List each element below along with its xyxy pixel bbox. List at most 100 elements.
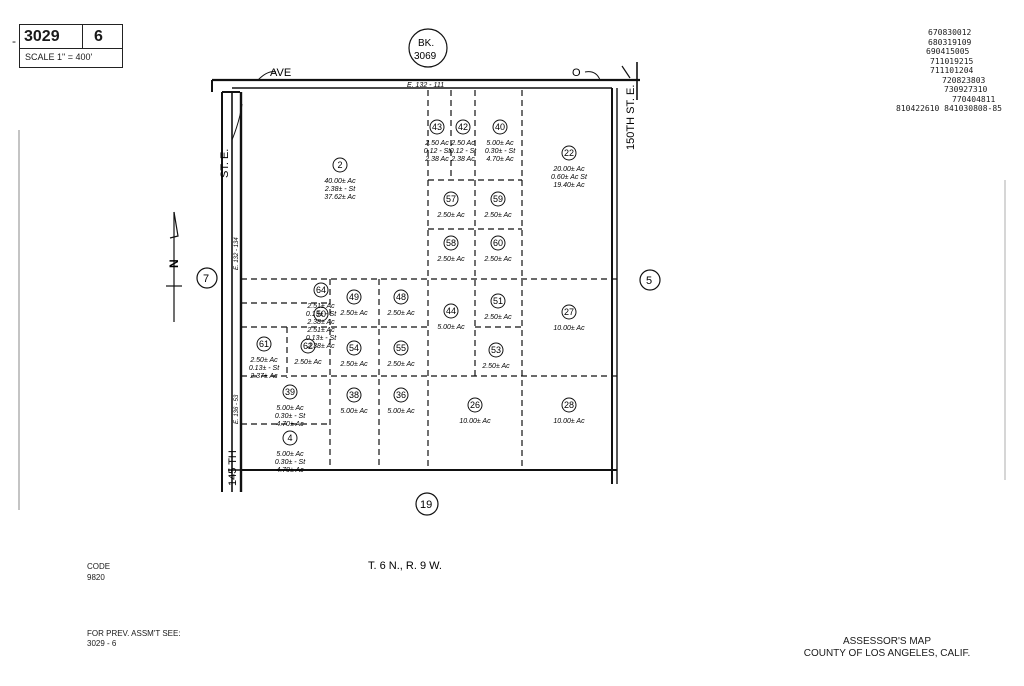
map-header-box: 3029 6 SCALE 1" = 400' — [19, 24, 123, 68]
parcel-area-label: 37.62± Ac — [324, 194, 356, 201]
parcel-number: 26 — [470, 400, 480, 410]
parcel: 405.00± Ac0.30± - St4.70± Ac — [485, 119, 516, 163]
parcel-number: 22 — [564, 148, 574, 158]
revision-code: 730927310 — [944, 85, 988, 94]
parcel-area-label: 0.30± - St — [275, 413, 306, 420]
adjoining-south-circle — [415, 492, 439, 516]
revision-code: 690415005 — [926, 47, 970, 56]
parcel-number-circle — [490, 293, 506, 309]
parcel-area-label: 0.13± - St — [306, 311, 337, 318]
parcel-area-label: 5.00± Ac — [276, 451, 304, 458]
parcel-number: 64 — [316, 285, 326, 295]
parcel-number: 36 — [396, 390, 406, 400]
parcel-area-label: 0.60± Ac St — [551, 174, 588, 181]
parcel: 642.51± Ac0.13± - St2.38± Ac — [306, 282, 337, 326]
adjoining-east-circle — [639, 269, 661, 291]
parcel-number-circle — [346, 387, 362, 403]
parcel: 432.50 Ac0.12 - St2.38 Ac — [424, 119, 451, 163]
west-street-label: ST. E. — [219, 149, 231, 178]
adjoining-book-label: BK. — [418, 38, 434, 49]
parcel-area-label: 2.50± Ac — [249, 357, 278, 364]
west-street-lower-label: 145 TH — [227, 450, 239, 486]
parcel-number: 44 — [446, 306, 456, 316]
revision-code: 670830012 — [928, 28, 972, 37]
west-dimension-lower: E. 136 - 53 — [234, 394, 240, 424]
parcel: 622.50± Ac — [293, 338, 322, 366]
parcel-number-circle — [346, 340, 362, 356]
adjoining-west-number: 7 — [203, 273, 209, 285]
parcel-area-label: 2.50± Ac — [481, 363, 510, 370]
parcel-area-label: 2.50± Ac — [339, 361, 368, 368]
parcel-number-circle — [561, 145, 577, 161]
parcel: 582.50± Ac — [436, 235, 465, 263]
parcel-number-circle — [561, 304, 577, 320]
parcel-number: 60 — [493, 238, 503, 248]
parcel: 26 10.00± Ac — [459, 397, 491, 425]
parcel-area-label: 10.00± Ac — [459, 418, 491, 425]
parcel-number: 39 — [285, 387, 295, 397]
parcel-area-label: 2.38 Ac — [450, 156, 475, 163]
parcel: 492.50± Ac — [339, 289, 368, 317]
parcel: 55 2.50± Ac — [386, 340, 415, 368]
parcel-number-circle — [561, 397, 577, 413]
parcel-area-label: 2.50± Ac — [483, 212, 512, 219]
parcel-number-circle — [393, 289, 409, 305]
parcel: 445.00± Ac — [437, 303, 465, 331]
parcel-area-label: 2.51± Ac — [306, 327, 335, 334]
lot-lines — [241, 90, 617, 470]
west-dimension-upper: E. 132 - 134 — [234, 237, 240, 270]
footer-block: ASSESSOR'S MAP COUNTY OF LOS ANGELES, CA… — [802, 636, 972, 660]
left-tick: - — [12, 34, 16, 48]
parcel-number-circle — [490, 191, 506, 207]
parcel-number: 4 — [287, 433, 292, 443]
parcel-number-circle — [332, 157, 348, 173]
parcel-area-label: 0.30± - St — [485, 148, 516, 155]
adjoining-east-number: 5 — [646, 275, 652, 287]
township-label: T. 6 N., R. 9 W. — [368, 560, 442, 572]
parcel-area-label: 10.00± Ac — [553, 418, 585, 425]
parcel-number: 61 — [259, 339, 269, 349]
parcel-number: 42 — [458, 122, 468, 132]
adjoining-west-circle — [196, 267, 218, 289]
parcel: 45.00± Ac0.30± - St4.70± Ac — [275, 430, 306, 474]
code-value: 9820 — [87, 573, 105, 582]
parcel: 612.50± Ac0.13± - St2.37± Ac — [249, 336, 280, 380]
parcel-number: 62 — [303, 341, 313, 351]
revision-code: 680319109 — [928, 37, 972, 47]
parcel: 572.50± Ac — [436, 191, 465, 219]
footer-county: COUNTY OF LOS ANGELES, CALIF. — [803, 648, 971, 659]
parcel-number: 27 — [564, 307, 574, 317]
header-divider — [82, 25, 83, 48]
page-number: 6 — [94, 28, 103, 45]
parcel-number-circle — [492, 119, 508, 135]
parcel: 542.50± Ac — [339, 340, 368, 368]
parcel-area-label: 10.00± Ac — [553, 325, 585, 332]
parcel-number-circle — [467, 397, 483, 413]
parcel-area-label: 5.00± Ac — [276, 405, 304, 412]
parcel-number: 53 — [491, 345, 501, 355]
parcel-number-circle — [282, 430, 298, 446]
parcel-area-label: 0.13± - St — [306, 335, 337, 342]
revision-code: 770404811 — [952, 94, 996, 104]
revision-code: 711101204 — [930, 66, 974, 75]
east-street-label: 150TH ST. E. — [625, 85, 637, 150]
parcel-area-label: 2.50± Ac — [386, 310, 415, 317]
parcel: 512.50± Ac — [483, 293, 512, 321]
parcel: 27 10.00± Ac — [553, 304, 585, 332]
adjoining-south-number: 19 — [420, 499, 432, 511]
parcel-number-circle — [490, 235, 506, 251]
parcel-number: 28 — [564, 400, 574, 410]
parcel-area-label: 2.50± Ac — [386, 361, 415, 368]
revision-code: 711019215 — [930, 56, 974, 66]
book-number: 3029 — [24, 28, 60, 45]
parcel-number-circle — [313, 306, 329, 322]
parcel-number-circle — [443, 235, 459, 251]
parcel: 502.51± Ac0.13± - St2.38± Ac — [306, 306, 337, 350]
parcel-number: 55 — [396, 343, 406, 353]
parcel-area-label: 2.38± - St — [324, 186, 356, 193]
revision-codes: 670830012 680319109 690415005 711019215 … — [896, 28, 1002, 114]
prev-assessment-block: FOR PREV. ASSM'T SEE: 3029 - 6 — [87, 629, 181, 649]
